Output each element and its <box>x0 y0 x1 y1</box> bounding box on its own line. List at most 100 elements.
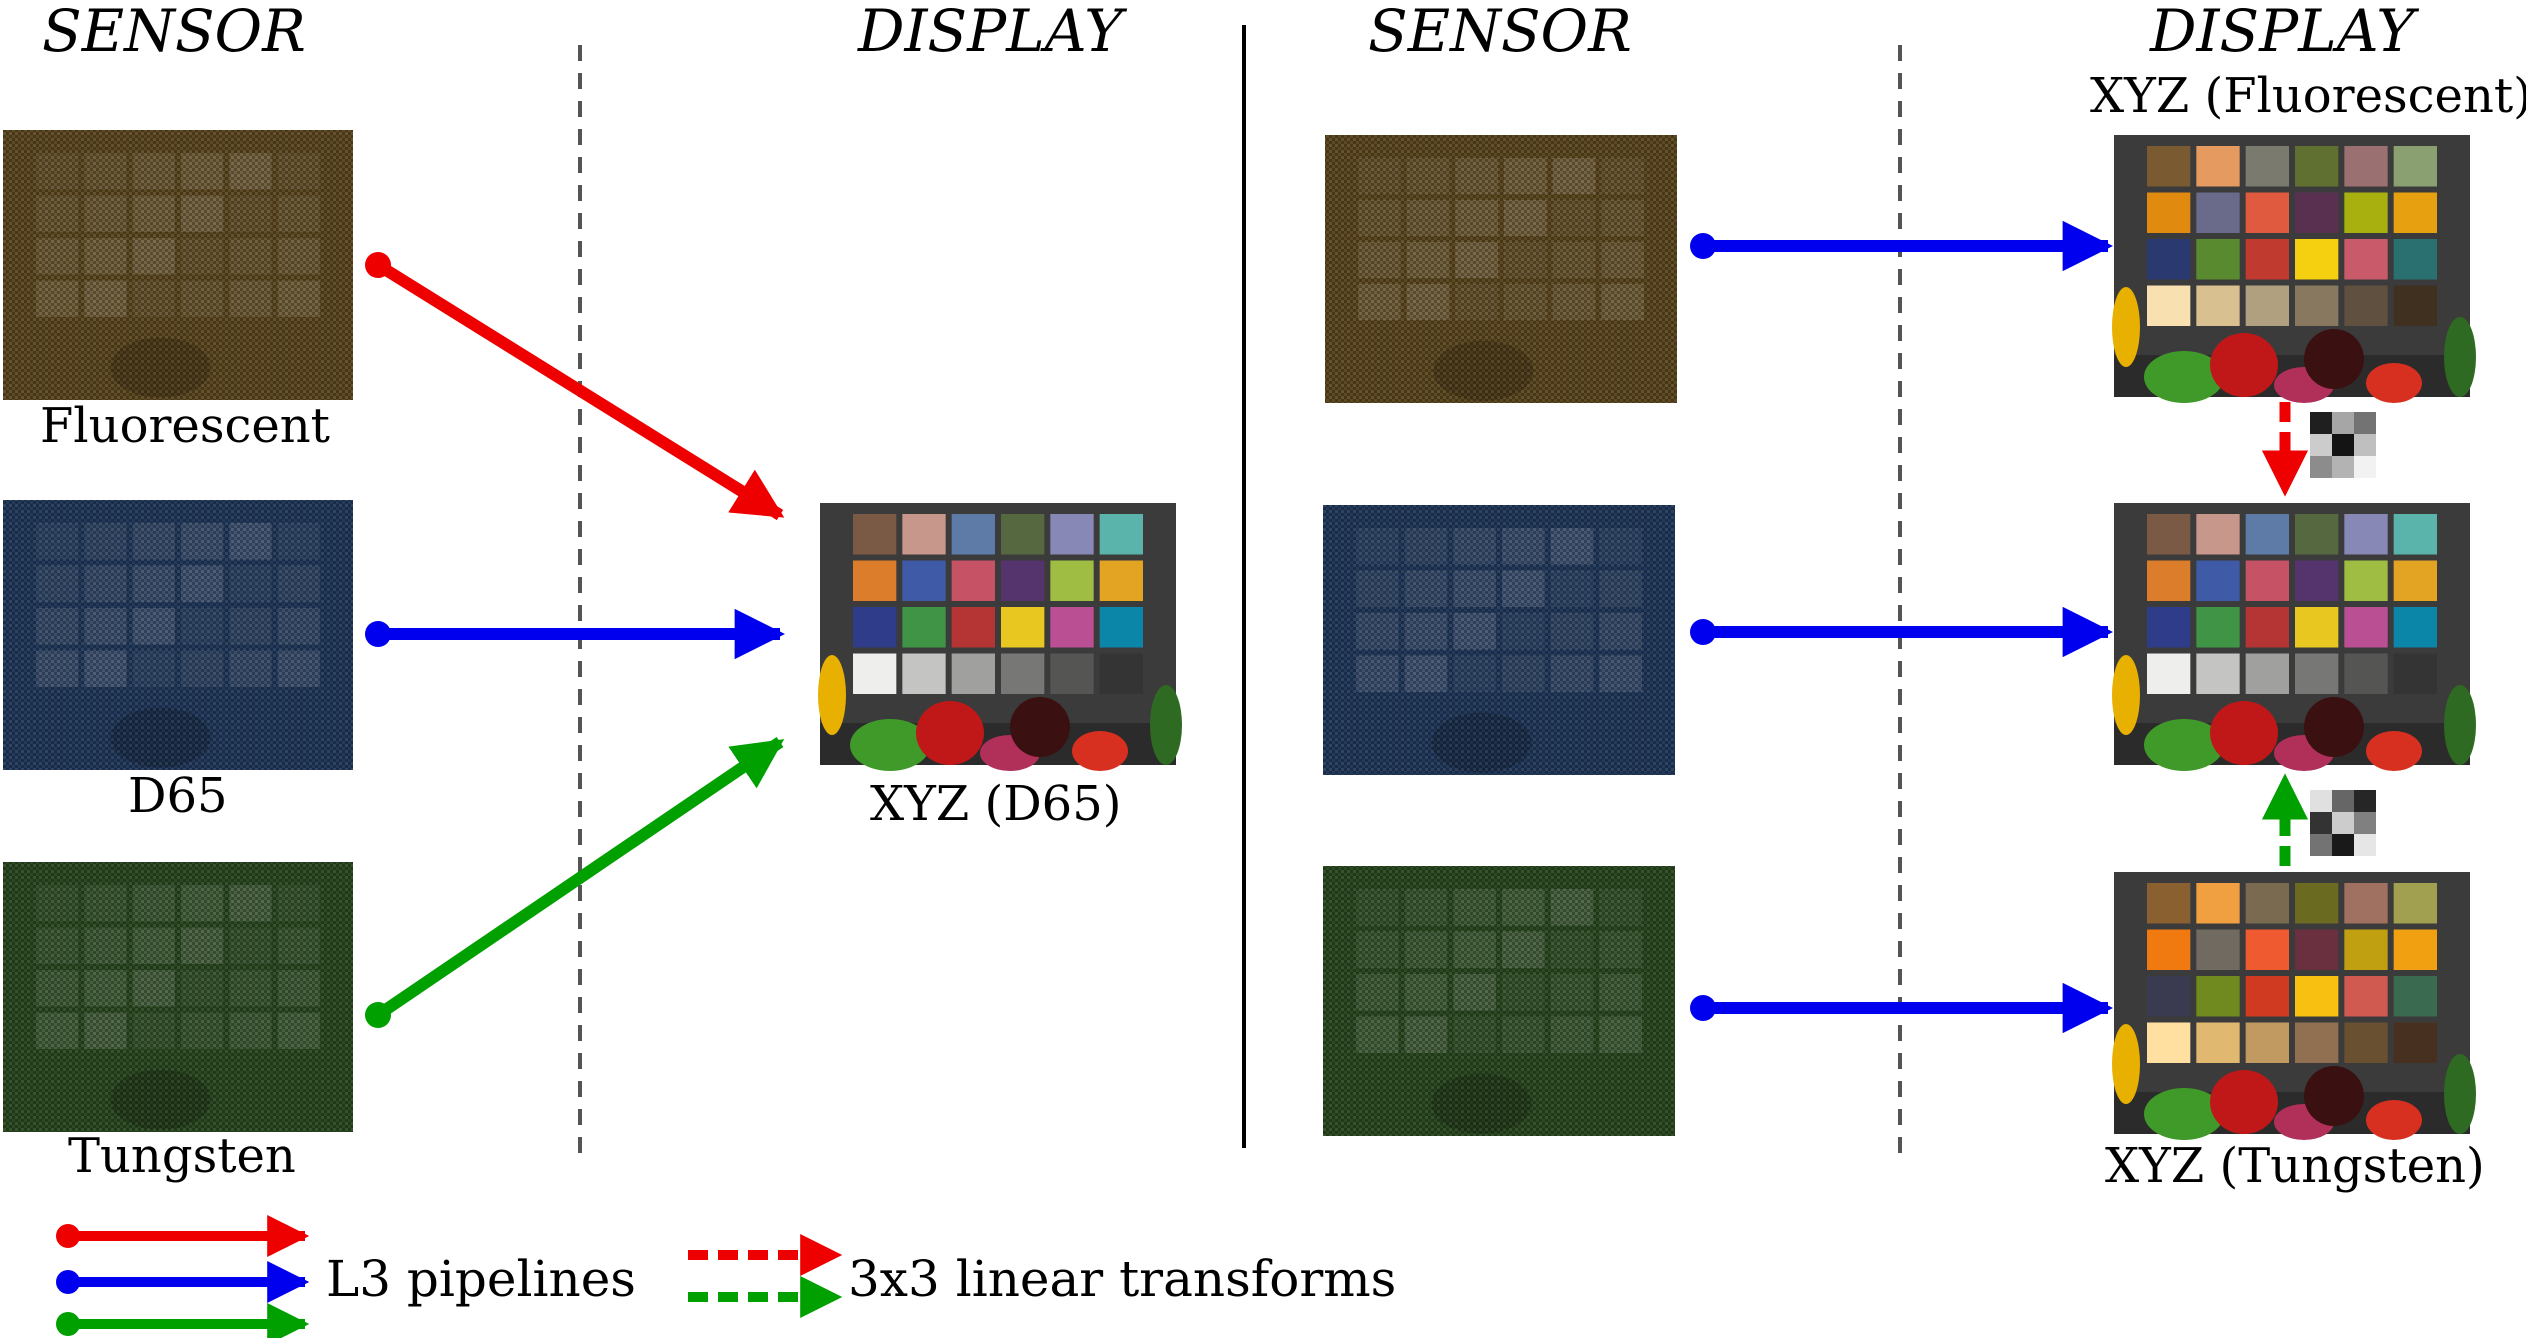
red-pepper <box>2210 333 2278 397</box>
sensor-image-tungsten-right <box>1323 866 1675 1136</box>
broccoli <box>2444 685 2476 765</box>
color-checker-patch <box>951 560 995 601</box>
sensor-image-d65-right <box>1323 505 1675 775</box>
legend-label-pipelines: L3 pipelines <box>326 1250 636 1308</box>
color-checker-patch <box>902 514 946 555</box>
color-checker-patch <box>2196 239 2240 280</box>
matrix-cell <box>2354 434 2376 456</box>
color-checker-patch <box>2295 239 2339 280</box>
matrix-cell <box>2310 812 2332 834</box>
color-checker-patch <box>2147 514 2191 555</box>
matrix-cell <box>2332 456 2354 478</box>
color-checker-patch <box>2147 883 2191 924</box>
color-checker-patch <box>951 514 995 555</box>
caption-tungsten: Tungsten <box>68 1128 296 1184</box>
color-checker-patch <box>2344 146 2388 187</box>
matrix-cell <box>2332 412 2354 434</box>
matrix-cell <box>2354 834 2376 856</box>
display-image-xyz-d65 <box>818 503 1182 771</box>
tomato <box>2366 1100 2422 1140</box>
green-pepper <box>850 719 930 771</box>
arrow-green-origin-dot <box>365 1002 391 1028</box>
color-checker-patch <box>1099 653 1143 694</box>
color-checker-patch <box>2245 146 2289 187</box>
color-checker-patch <box>2147 976 2191 1017</box>
matrix-cell <box>2332 790 2354 812</box>
matrix-cell <box>2310 456 2332 478</box>
color-checker-patch <box>2196 883 2240 924</box>
color-checker-patch <box>2295 883 2339 924</box>
matrix-cell <box>2332 812 2354 834</box>
legend-transforms <box>688 1234 843 1318</box>
sensor-image-fluorescent-right <box>1325 135 1677 403</box>
caption-xyz-tungsten: XYZ (Tungsten) <box>2105 1138 2485 1194</box>
eggplant <box>2304 329 2364 389</box>
arrow-green-tungsten <box>374 737 785 1020</box>
matrix-cell <box>2354 456 2376 478</box>
color-checker-patch <box>2147 285 2191 326</box>
color-checker-patch <box>2245 514 2289 555</box>
color-checker-patch <box>2393 883 2437 924</box>
yellow-pepper <box>2112 287 2140 367</box>
arrow-red-fluorescent <box>374 259 785 521</box>
caption-xyz-d65: XYZ (D65) <box>870 776 1122 832</box>
color-checker-patch <box>2245 883 2289 924</box>
sensor-mosaic-overlay <box>1323 866 1675 1136</box>
color-checker-patch <box>2393 607 2437 648</box>
display-image-xyz-tungsten <box>2112 872 2476 1140</box>
color-checker-patch <box>2245 192 2289 233</box>
legend-dot-green <box>56 1312 80 1336</box>
color-checker-patch <box>2344 285 2388 326</box>
color-checker-patch <box>902 607 946 648</box>
matrix-cell <box>2310 412 2332 434</box>
matrix-cell <box>2310 834 2332 856</box>
red-pepper <box>916 701 984 765</box>
color-checker-patch <box>2295 607 2339 648</box>
broccoli <box>2444 1054 2476 1134</box>
caption-fluorescent: Fluorescent <box>40 398 330 454</box>
color-checker-patch <box>2393 929 2437 970</box>
color-checker-patch <box>2245 239 2289 280</box>
color-checker-patch <box>2196 653 2240 694</box>
color-checker-patch <box>902 560 946 601</box>
color-checker-patch <box>2147 653 2191 694</box>
color-checker-patch <box>2393 285 2437 326</box>
color-checker-patch <box>2196 929 2240 970</box>
color-checker-patch <box>2393 192 2437 233</box>
transform-matrix-top-icon <box>2310 412 2376 478</box>
red-pepper <box>2210 701 2278 765</box>
left-pipeline-arrows <box>365 252 786 1028</box>
sensor-image-tungsten-left <box>3 862 353 1132</box>
matrix-cell <box>2354 790 2376 812</box>
color-checker-patch <box>2147 1022 2191 1063</box>
color-checker-patch <box>1050 514 1094 555</box>
color-checker-patch <box>2393 653 2437 694</box>
green-pepper <box>2144 351 2224 403</box>
color-checker-patch <box>2295 560 2339 601</box>
right-pipeline-arrows <box>1690 220 2114 1034</box>
caption-d65: D65 <box>128 768 228 824</box>
display-images <box>818 135 2476 1140</box>
legend-pipelines <box>56 1215 310 1338</box>
red-pepper <box>2210 1070 2278 1134</box>
color-checker-patch <box>2393 1022 2437 1063</box>
green-pepper <box>2144 719 2224 771</box>
arrow-blue-right-middle-dot <box>1690 619 1716 645</box>
color-checker-patch <box>2245 1022 2289 1063</box>
color-checker-patch <box>2245 653 2289 694</box>
caption-xyz-fluorescent: XYZ (Fluorescent) <box>2090 68 2526 124</box>
color-checker-patch <box>2147 560 2191 601</box>
color-checker-patch <box>853 560 897 601</box>
color-checker-patch <box>2196 192 2240 233</box>
arrow-blue-origin-dot <box>365 621 391 647</box>
color-checker-patch <box>2344 653 2388 694</box>
color-checker-patch <box>951 653 995 694</box>
color-checker-patch <box>2245 929 2289 970</box>
color-checker-patch <box>2295 1022 2339 1063</box>
color-checker-patch <box>2344 929 2388 970</box>
color-checker-patch <box>2393 514 2437 555</box>
sensor-mosaic-overlay <box>3 130 353 400</box>
color-checker-patch <box>1001 560 1045 601</box>
color-checker-patch <box>1050 560 1094 601</box>
arrow-blue-right-top-dot <box>1690 233 1716 259</box>
